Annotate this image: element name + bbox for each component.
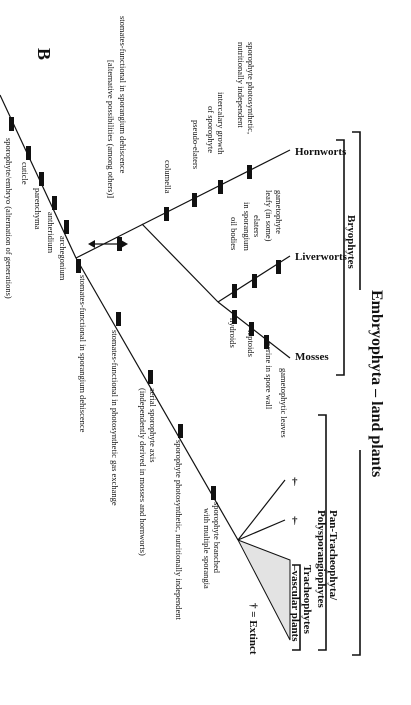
branch-extinct-2: [237, 519, 286, 541]
branch-moss-liverwort-stem: [141, 223, 219, 303]
char-archegonium: archegonium: [58, 236, 68, 281]
tick-perine: [264, 335, 269, 349]
tick-sporophyte-embryo: [9, 117, 14, 131]
pan-tracheophyta-label-2: Polysporangiophytes: [315, 510, 327, 609]
char-sporophyte-embryo: sporophyte/embryo (alternation of genera…: [4, 138, 14, 299]
char-aerial-axis-1: aerial sporophyte axis: [148, 388, 158, 463]
tick-pseudo-elaters: [192, 193, 197, 207]
taxon-hornworts: Hornworts: [295, 146, 347, 158]
taxon-mosses: Mosses: [295, 351, 329, 363]
char-parenchyma: parenchyma: [33, 188, 43, 230]
char-sporophyte-photo-tracheo: sporophyte photosynthetic, nutritionally…: [174, 440, 184, 621]
tick-sporophyte-photo-tracheo: [178, 424, 183, 438]
tick-elaters: [252, 274, 257, 288]
tick-hydroids: [232, 310, 237, 324]
char-stomates-dehiscence: stomates-functional in sporangium dehisc…: [78, 275, 88, 433]
char-sporophyte-photo-2: nutritionally independent: [236, 42, 246, 128]
tick-aerial-axis: [148, 370, 153, 384]
tick-branched: [211, 486, 216, 500]
tick-sporophyte-photo: [247, 165, 252, 179]
extinct-legend: † = Extinct: [247, 603, 259, 655]
char-antheridium: antheridium: [46, 212, 56, 253]
char-elaters-2: in sporangium: [242, 202, 252, 251]
tick-parenchyma: [39, 172, 44, 186]
tick-gametophyte-leafy: [276, 260, 281, 274]
char-columella: columella: [163, 160, 173, 194]
char-branched-2: with multiple sporangia: [202, 508, 212, 589]
title: Embryophyta – land plants: [368, 290, 385, 477]
char-stomates-gas: stomates-functional in photosynthetic ga…: [110, 330, 120, 506]
char-gametophytic-leaves: gametophytic leaves: [279, 368, 289, 438]
tick-stomates-alt: [117, 237, 122, 251]
char-aerial-axis-2: (independently derived in mosses and hor…: [138, 388, 148, 556]
tick-stomates-dehiscence: [76, 259, 81, 273]
pan-tracheophyta-bracket: [318, 414, 327, 651]
taxon-liverworts: Liverworts: [295, 251, 348, 263]
bryophytes-bracket: [336, 139, 345, 376]
tick-intercalary: [218, 180, 223, 194]
tick-archegonium: [64, 220, 69, 234]
char-hydroids: hydroids: [228, 318, 238, 348]
panel-label: B: [34, 48, 54, 60]
character-labels: sporophyte/embryo (alternation of genera…: [4, 16, 289, 621]
char-oil-bodies: oil bodies: [229, 217, 239, 250]
char-leptoids: leptoids: [246, 330, 256, 357]
char-branched-1: sporophyte branched: [212, 502, 222, 574]
char-perine: perine in spore wall: [264, 342, 274, 410]
extinct-marker-2: †: [292, 515, 298, 527]
character-ticks: [9, 117, 281, 500]
char-pseudo-elaters: pseudo-elaters: [191, 120, 201, 169]
tracheophytes-bracket: [292, 564, 301, 651]
char-sporophyte-photo-1: sporophyte photosynthetic,: [246, 42, 256, 134]
tick-antheridium: [52, 196, 57, 210]
char-intercalary-1: intercalary growth: [216, 92, 226, 155]
tick-cuticle: [26, 146, 31, 160]
tick-stomates-gas: [116, 312, 121, 326]
char-gametophyte-leafy-2: leafy (in some): [264, 190, 274, 242]
char-gametophyte-leafy-1: gametophyte: [274, 190, 284, 234]
char-cuticle: cuticle: [20, 162, 30, 185]
char-stomates-alt-2: [alternative possibilities (among others…: [106, 60, 116, 198]
tick-oil-bodies: [232, 284, 237, 298]
pan-tracheophyta-label-1: Pan-Tracheophyta/: [327, 510, 339, 601]
embryophyta-bracket: [352, 131, 361, 656]
tracheophytes-label-2: –vascular plants: [289, 564, 301, 642]
extinct-marker-1: †: [292, 476, 298, 488]
vascular-plants-wedge: [236, 539, 291, 641]
branch-hornworts: [75, 149, 291, 259]
tick-columella: [164, 207, 169, 221]
tick-leptoids: [249, 322, 254, 336]
char-elaters-1: elaters: [252, 215, 262, 237]
tracheophytes-label-1: Tracheophytes: [301, 565, 313, 635]
branch-extinct-1: [237, 479, 286, 541]
bryophytes-label: Bryophytes: [345, 215, 357, 270]
char-stomates-alt-1: stomates-functional in sporangium dehisc…: [118, 16, 128, 174]
char-intercalary-2: of sporophyte: [206, 106, 216, 153]
